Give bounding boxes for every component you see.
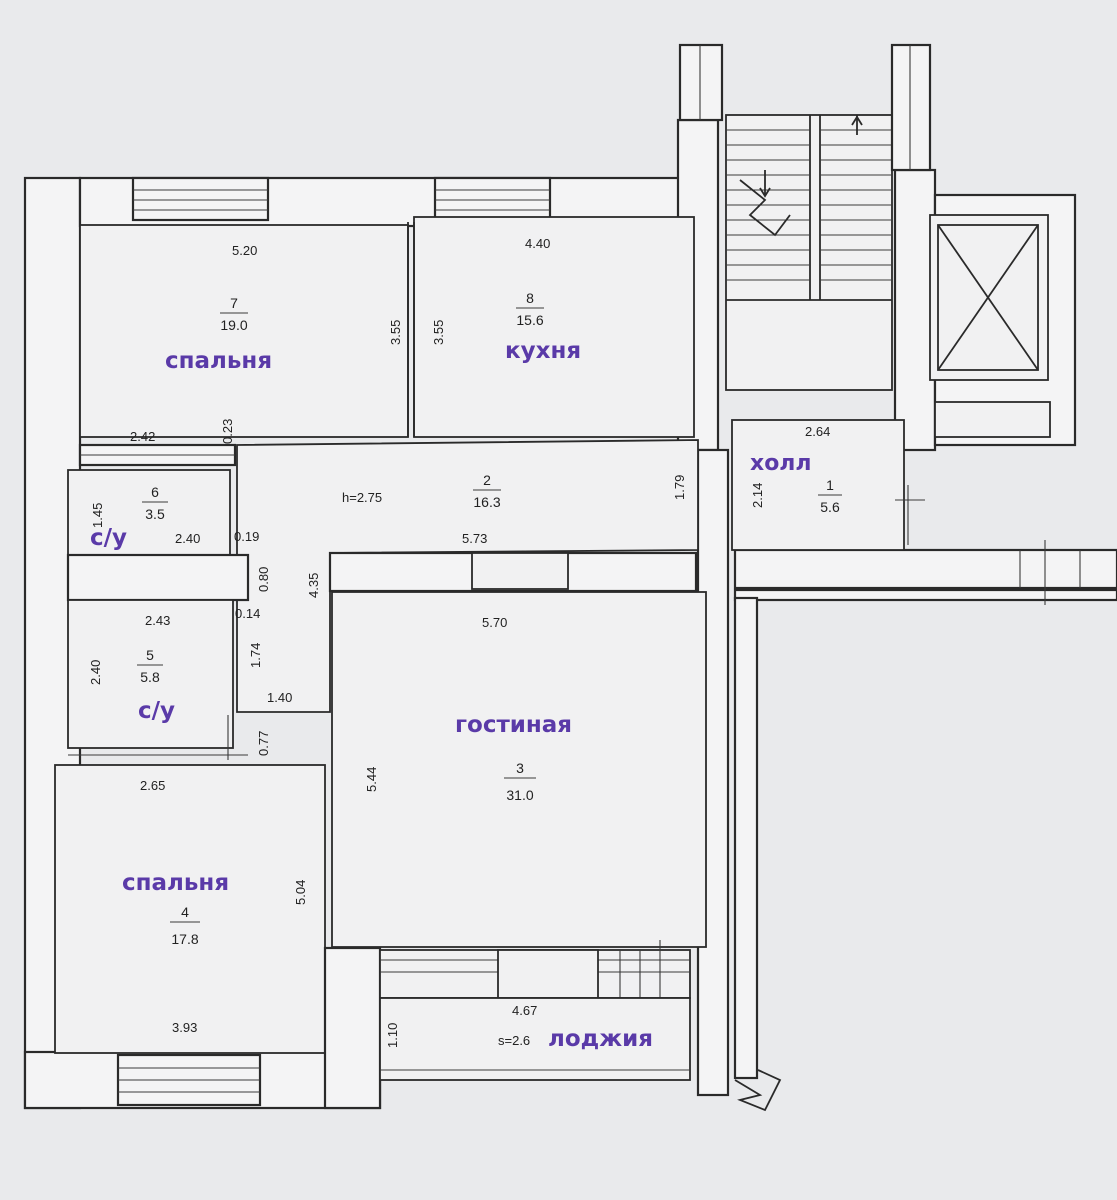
dim-1-74: 1.74	[248, 643, 263, 668]
room-7-number: 7	[230, 295, 238, 311]
room-hall-1	[731, 419, 905, 551]
room-6-number: 6	[151, 484, 159, 500]
dim-1-40: 1.40	[267, 690, 292, 705]
room-loggia	[379, 997, 691, 1081]
rooms	[54, 216, 925, 1110]
room-4-area: 17.8	[171, 931, 198, 947]
dim-0-80: 0.80	[256, 567, 271, 592]
elevator-shaft	[929, 193, 1077, 447]
dim-4-40: 4.40	[525, 236, 550, 251]
dimensions: 5.20 4.40 3.55 3.55 2.42 0.23 2.64 2.14 …	[88, 236, 830, 1048]
label-living-room: гостиная	[455, 712, 572, 738]
room-6-area: 3.5	[145, 506, 165, 522]
dim-1-45: 1.45	[90, 503, 105, 528]
room-4-number: 4	[181, 904, 189, 920]
dim-2-40-a: 2.40	[175, 531, 200, 546]
label-loggia: лоджия	[548, 1026, 653, 1052]
room-7-area: 19.0	[220, 317, 247, 333]
dim-1-10: 1.10	[385, 1023, 400, 1048]
room-kitchen-8	[413, 216, 695, 438]
dim-4-35: 4.35	[306, 573, 321, 598]
dim-5-73: 5.73	[462, 531, 487, 546]
room-5-area: 5.8	[140, 669, 160, 685]
dim-1-79: 1.79	[672, 475, 687, 500]
dim-2-64: 2.64	[805, 424, 830, 439]
dim-5-04: 5.04	[293, 880, 308, 905]
label-kitchen: кухня	[505, 338, 581, 364]
dim-5-70: 5.70	[482, 615, 507, 630]
dim-3-93: 3.93	[172, 1020, 197, 1035]
room-living-3	[331, 591, 707, 948]
room-labels: спальня кухня холл с/у с/у гостиная спал…	[90, 338, 812, 1052]
dim-3-55-a: 3.55	[388, 320, 403, 345]
room-bedroom-7	[79, 224, 409, 438]
dim-2-40-b: 2.40	[88, 660, 103, 685]
dim-0-19: 0.19	[234, 529, 259, 544]
room-numbers: 7 19.0 8 15.6 2 16.3 1 5.6 6 3.5 5 5.8 3…	[137, 290, 842, 947]
ceiling-height: h=2.75	[342, 490, 382, 505]
dim-5-20: 5.20	[232, 243, 257, 258]
label-bedroom-bottom: спальня	[122, 870, 229, 896]
room-5-number: 5	[146, 647, 154, 663]
room-2-number: 2	[483, 472, 491, 488]
dim-2-42: 2.42	[130, 429, 155, 444]
room-3-area: 31.0	[506, 787, 533, 803]
room-1-area: 5.6	[820, 499, 840, 515]
label-bath-2: с/у	[138, 698, 175, 724]
room-8-number: 8	[526, 290, 534, 306]
dim-2-65: 2.65	[140, 778, 165, 793]
dim-5-44: 5.44	[364, 767, 379, 792]
dim-2-14: 2.14	[750, 483, 765, 508]
room-bedroom-4	[54, 764, 326, 1054]
room-8-area: 15.6	[516, 312, 543, 328]
room-2-area: 16.3	[473, 494, 500, 510]
dim-3-55-b: 3.55	[431, 320, 446, 345]
dim-0-23: 0.23	[220, 419, 235, 444]
label-bedroom-top: спальня	[165, 348, 272, 374]
room-bath-5	[67, 599, 234, 749]
dim-0-14: 0.14	[235, 606, 260, 621]
dim-0-77: 0.77	[256, 731, 271, 756]
room-1-number: 1	[826, 477, 834, 493]
dim-2-43: 2.43	[145, 613, 170, 628]
label-hall: холл	[750, 451, 812, 476]
dim-4-67: 4.67	[512, 1003, 537, 1018]
room-3-number: 3	[516, 760, 524, 776]
loggia-area: s=2.6	[498, 1033, 530, 1048]
label-bath-1: с/у	[90, 525, 127, 551]
